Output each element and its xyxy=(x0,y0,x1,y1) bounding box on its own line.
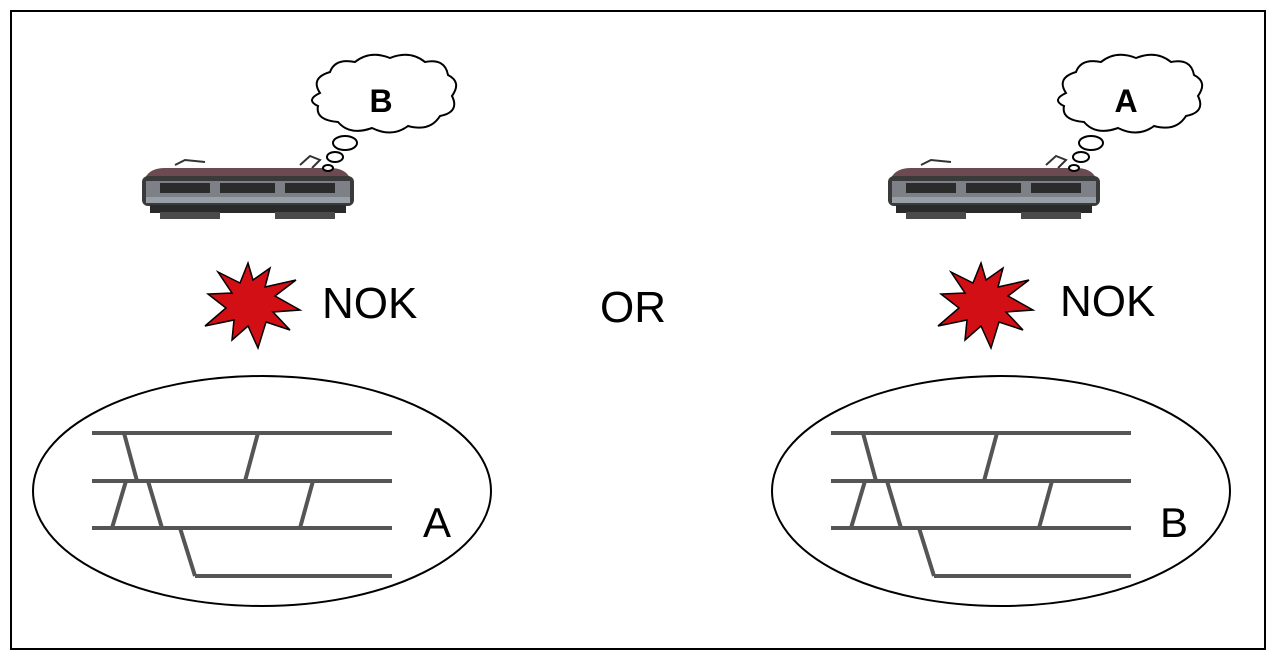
left-status-text: NOK xyxy=(322,279,417,328)
left-yard-label: A xyxy=(423,499,451,546)
right-status-text: NOK xyxy=(1060,277,1155,326)
error-burst-icon xyxy=(204,262,301,349)
track-yard-diagram xyxy=(31,374,493,608)
diagram-canvas: B NOK A OR A NOK B xyxy=(31,53,1232,608)
train-icon xyxy=(141,155,355,220)
right-yard-label: B xyxy=(1160,499,1188,546)
train-icon xyxy=(887,155,1101,220)
right-thought-label: A xyxy=(1114,83,1137,119)
left-scenario: B NOK A xyxy=(31,53,493,608)
separator-text: OR xyxy=(600,283,666,332)
right-scenario: A NOK B xyxy=(770,53,1232,608)
left-thought-label: B xyxy=(369,83,392,119)
track-yard-diagram xyxy=(770,374,1232,608)
error-burst-icon xyxy=(937,262,1034,349)
